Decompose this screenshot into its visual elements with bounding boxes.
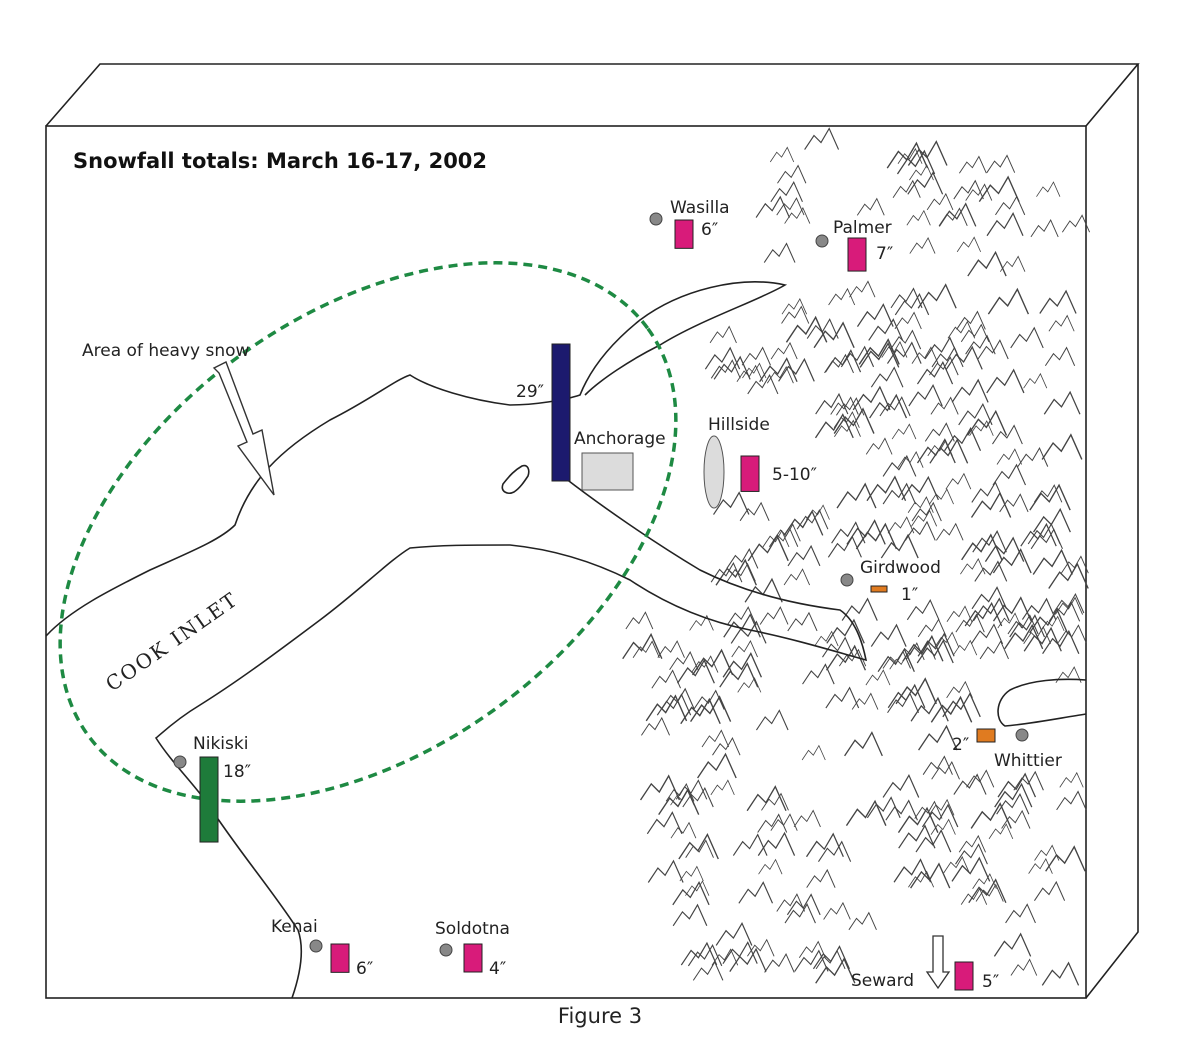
snowfall-bar-whittier — [976, 728, 996, 743]
station-name-anchorage: Anchorage — [574, 429, 666, 449]
snowfall-total-anchorage: 29″ — [516, 382, 544, 402]
town-dot-palmer — [815, 234, 829, 248]
town-dot-nikiski — [173, 755, 187, 769]
snowfall-total-whittier: 2″ — [952, 735, 969, 755]
snowfall-total-girdwood: 1″ — [901, 585, 918, 605]
coastline — [45, 281, 1087, 999]
snowfall-total-soldotna: 4″ — [489, 959, 506, 979]
map-title: Snowfall totals: March 16-17, 2002 — [73, 149, 487, 173]
anchorage-area — [581, 452, 634, 491]
snowfall-total-hillside: 5-10″ — [772, 465, 817, 485]
snowfall-bar-wasilla — [674, 219, 694, 249]
station-name-whittier: Whittier — [994, 751, 1062, 771]
station-name-hillside: Hillside — [708, 415, 770, 435]
snowfall-total-palmer: 7″ — [876, 244, 893, 264]
station-name-nikiski: Nikiski — [193, 734, 248, 754]
snowfall-bar-nikiski — [199, 756, 219, 843]
snowfall-total-kenai: 6″ — [356, 959, 373, 979]
heavy-snow-area — [58, 261, 678, 803]
town-dot-soldotna — [439, 943, 453, 957]
station-name-seward: Seward — [851, 971, 914, 991]
seward-arrow-icon — [925, 935, 951, 990]
station-name-girdwood: Girdwood — [860, 558, 941, 578]
snowfall-bar-hillside — [740, 455, 760, 492]
snowfall-bar-anchorage — [551, 343, 571, 482]
snowfall-bar-seward — [954, 961, 974, 991]
station-name-kenai: Kenai — [271, 917, 318, 937]
station-name-wasilla: Wasilla — [670, 198, 730, 218]
snowfall-total-seward: 5″ — [982, 972, 999, 992]
station-markers: Wasilla6″Palmer7″Anchorage29″Hillside5-1… — [173, 198, 1062, 992]
snowfall-bar-soldotna — [463, 943, 483, 973]
town-dot-wasilla — [649, 212, 663, 226]
snowfall-bar-girdwood — [870, 585, 888, 593]
snowfall-bar-palmer — [847, 237, 867, 272]
hillside-area — [703, 435, 725, 509]
heavy-snow-annotation: Area of heavy snow — [82, 341, 250, 361]
map-box-frame — [45, 63, 1140, 999]
station-name-palmer: Palmer — [833, 218, 892, 238]
snowfall-total-wasilla: 6″ — [701, 220, 718, 240]
snowfall-bar-kenai — [330, 943, 350, 973]
snowfall-total-nikiski: 18″ — [223, 762, 251, 782]
town-dot-kenai — [309, 939, 323, 953]
town-dot-girdwood — [840, 573, 854, 587]
heavy-snow-arrow-icon — [212, 361, 275, 496]
figure-caption: Figure 3 — [557, 1004, 643, 1028]
town-dot-whittier — [1015, 728, 1029, 742]
station-name-soldotna: Soldotna — [435, 919, 510, 939]
